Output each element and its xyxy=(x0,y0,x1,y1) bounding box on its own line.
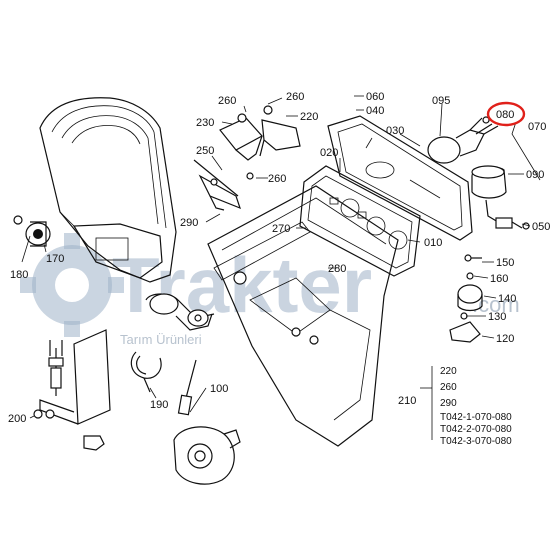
callout-120: 120 xyxy=(496,333,514,345)
callout-030: 030 xyxy=(386,125,404,137)
knob-parts xyxy=(449,254,483,343)
watermark: Trakter .com Tarım Ürünleri xyxy=(20,233,520,347)
alternator xyxy=(173,426,241,485)
callout-260-b: 260 xyxy=(286,91,304,103)
callout-230: 230 xyxy=(196,117,214,129)
gear-icon xyxy=(20,233,124,337)
meter-housing xyxy=(299,165,421,277)
callout-170: 170 xyxy=(46,253,64,265)
kit-item: T042-2-070-080 xyxy=(440,424,512,435)
kit-item: T042-3-070-080 xyxy=(440,436,512,447)
callout-260-c: 260 xyxy=(268,173,286,185)
sensor-170 xyxy=(13,215,51,247)
callout-260-a: 260 xyxy=(218,95,236,107)
kit-item: 220 xyxy=(440,366,457,377)
pipe-assembly xyxy=(145,293,215,331)
ignition-lamp xyxy=(427,116,499,164)
callout-100: 100 xyxy=(210,383,228,395)
callout-070: 070 xyxy=(528,121,546,133)
callout-labels: 060 040 095 080 070 030 020 090 050 010 … xyxy=(8,91,550,425)
leader-lines xyxy=(21,95,541,440)
watermark-brand: Trakter xyxy=(112,241,372,329)
callout-095: 095 xyxy=(432,95,450,107)
callout-150: 150 xyxy=(496,257,514,269)
kit-item: T042-1-070-080 xyxy=(440,412,512,423)
callout-010: 010 xyxy=(424,237,442,249)
callout-250: 250 xyxy=(196,145,214,157)
cover-plate xyxy=(327,115,473,241)
callout-200: 200 xyxy=(8,413,26,425)
switch-090 xyxy=(471,165,530,230)
watermark-tagline: Tarım Ürünleri xyxy=(120,332,202,347)
highlight-circle xyxy=(486,101,526,127)
callout-210: 210 xyxy=(398,395,416,407)
callout-090: 090 xyxy=(526,169,544,181)
kit-item: 290 xyxy=(440,398,457,409)
strap-190 xyxy=(130,351,162,393)
callout-140: 140 xyxy=(498,293,516,305)
callout-130: 130 xyxy=(488,311,506,323)
callout-060: 060 xyxy=(366,91,384,103)
fan-shroud xyxy=(39,97,177,283)
brackets-220-290 xyxy=(193,105,301,211)
callout-270: 270 xyxy=(272,223,290,235)
callout-180: 180 xyxy=(10,269,28,281)
callout-190: 190 xyxy=(150,399,168,411)
kit-item: 260 xyxy=(440,382,457,393)
callout-160: 160 xyxy=(490,273,508,285)
callout-220: 220 xyxy=(300,111,318,123)
callout-040: 040 xyxy=(366,105,384,117)
kit-list: 220 260 290 T042-1-070-080 T042-2-070-08… xyxy=(440,366,512,447)
callout-290: 290 xyxy=(180,217,198,229)
callout-050: 050 xyxy=(532,221,550,233)
rod-100 xyxy=(177,359,197,416)
callout-080: 080 xyxy=(496,109,514,121)
instrument-panel xyxy=(207,185,399,447)
bracket-200 xyxy=(33,329,111,451)
callout-020: 020 xyxy=(320,147,338,159)
callout-280: 280 xyxy=(328,263,346,275)
